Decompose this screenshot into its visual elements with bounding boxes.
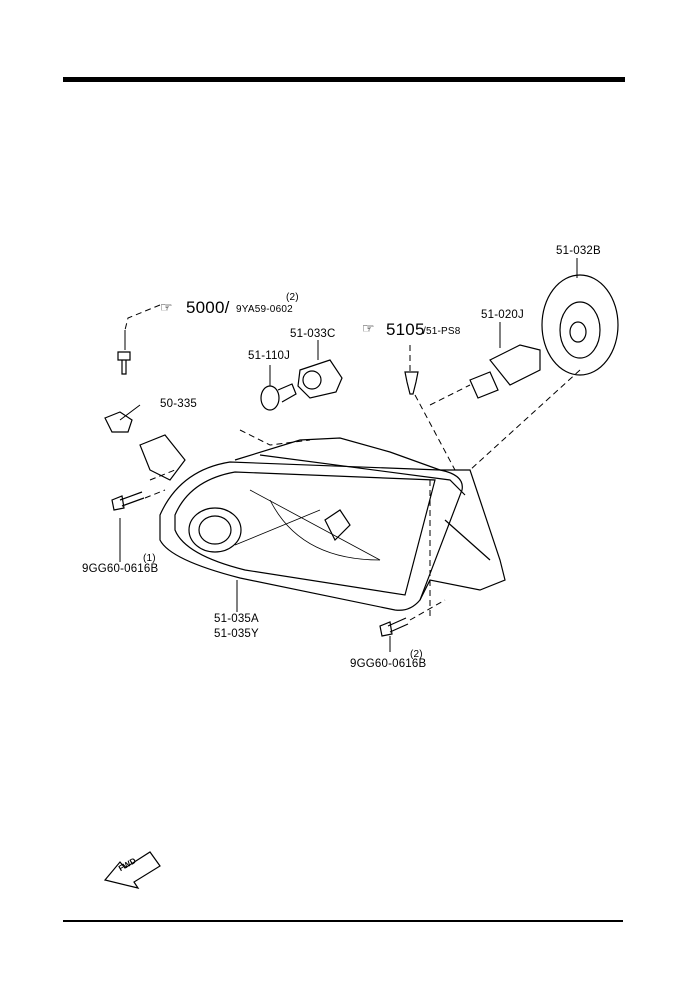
part-ref-5105: 5105 [386,320,425,339]
fastener-icon [404,371,419,395]
part-9gg60-left: 9GG60-0616B [82,563,159,575]
headlamp-bulb-icon [469,344,541,399]
part-9gg60-right: 9GG60-0616B [350,658,427,670]
ref-hand-icon: ☞ [160,299,173,315]
bottom-rule [63,920,623,922]
qty-1: (1) [143,553,156,564]
fwd-arrow-icon [103,851,161,889]
part-50-335: 50-335 [160,398,198,410]
clip-icon [104,411,133,433]
part-ref-51-ps8: /51-PS8 [423,326,461,337]
part-51-032b: 51-032B [556,245,601,257]
bolt-right-icon [379,617,409,637]
top-rule [63,77,625,82]
headlamp-unit-drawing [139,434,506,611]
part-51-110j: 51-110J [248,350,291,362]
part-51-035y: 51-035Y [214,628,259,640]
socket-icon [297,359,343,399]
dust-cap-icon [541,274,619,376]
part-51-020j: 51-020J [481,309,524,321]
part-51-033c: 51-033C [290,328,336,340]
qty-2-top: (2) [286,292,299,303]
part-ref-5000: 5000/ [186,298,230,317]
part-ref-9ya59: 9YA59-0602 [236,304,293,315]
part-51-035a: 51-035A [214,613,259,625]
bolt-left-icon [111,491,145,511]
small-bulb-icon [260,383,297,411]
screw-icon [117,351,131,375]
qty-2-bottom: (2) [410,649,423,660]
ref-hand-icon-2: ☞ [362,320,375,336]
